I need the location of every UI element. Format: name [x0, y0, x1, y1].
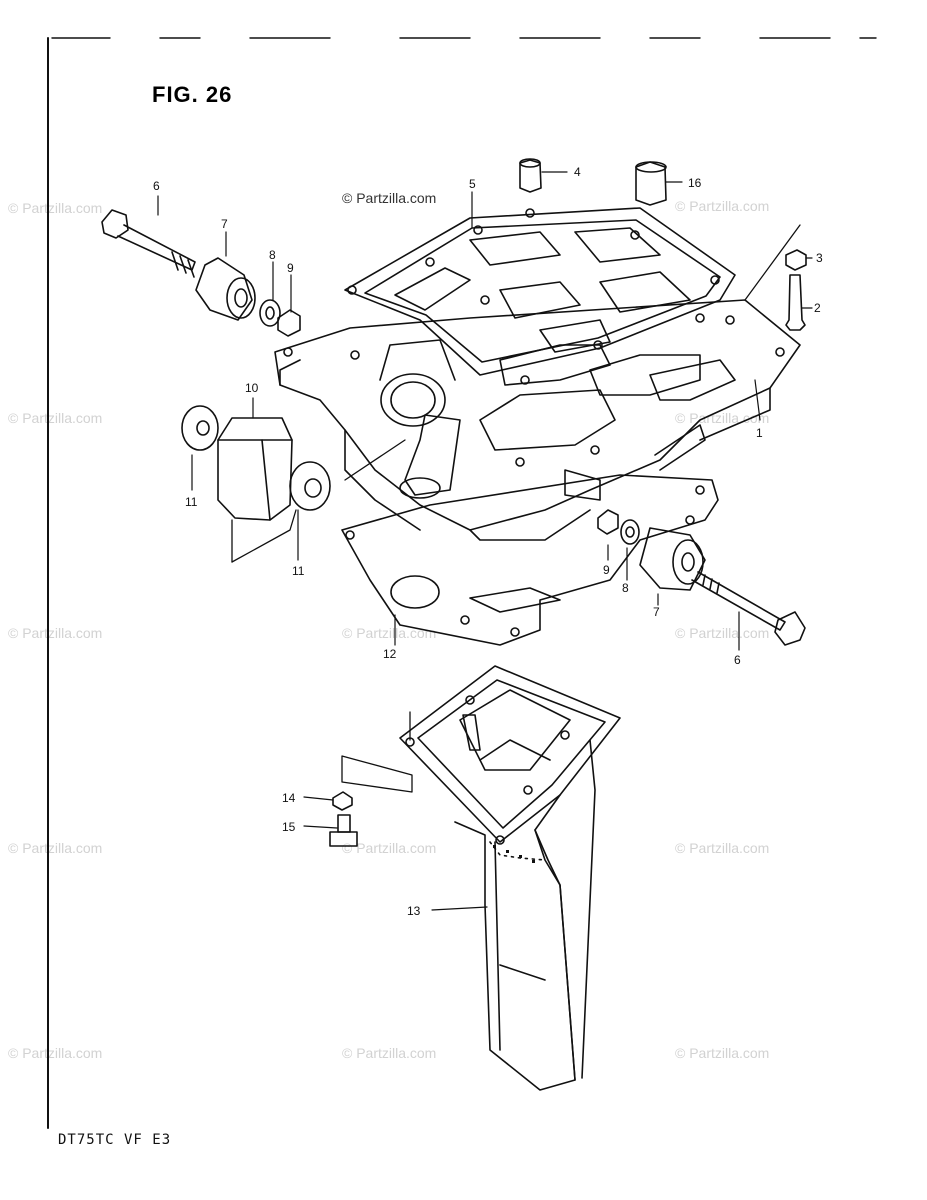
dowel-pin-top — [519, 158, 541, 168]
washer-14 — [332, 791, 353, 811]
washer-3 — [785, 249, 807, 271]
callout-2: 2 — [814, 301, 821, 315]
callout-16: 16 — [688, 176, 702, 190]
callout-6-left: 6 — [153, 179, 160, 193]
dowel-pin-16-top — [635, 161, 667, 173]
washer-left-hole — [265, 306, 275, 320]
callout-8-left: 8 — [269, 248, 276, 262]
callout-1: 1 — [756, 426, 763, 440]
callout-11-top: 11 — [185, 495, 198, 509]
bushing-left — [195, 257, 256, 321]
bolt-right — [691, 571, 806, 646]
callout-8-right: 8 — [622, 581, 629, 595]
screw-2 — [785, 274, 806, 331]
tube-marks — [493, 845, 535, 863]
model-code: DT75TC VF E3 — [58, 1132, 172, 1148]
mount-washer-bottom-hole — [304, 478, 322, 498]
dowel-pin-16 — [635, 161, 667, 206]
watermark-main: © Partzilla.com — [342, 190, 437, 206]
bushing-right — [639, 527, 706, 591]
callout-7-left: 7 — [221, 217, 228, 231]
mount-washer-top-hole — [196, 420, 210, 436]
watermark: © Partzilla.com — [8, 200, 103, 216]
watermark: © Partzilla.com — [675, 625, 770, 641]
watermark: © Partzilla.com — [675, 1045, 770, 1061]
watermark: © Partzilla.com — [8, 1045, 103, 1061]
callout-11-bottom: 11 — [292, 564, 305, 578]
bolt-left — [101, 209, 196, 278]
callout-labels: 1 2 3 4 5 6 6 7 7 8 8 9 9 10 11 11 12 13… — [153, 165, 823, 918]
callout-14: 14 — [282, 791, 296, 805]
watermark: © Partzilla.com — [675, 198, 770, 214]
mount-washer-bottom — [289, 461, 331, 511]
assembly-line — [344, 439, 406, 481]
watermark: © Partzilla.com — [8, 410, 103, 426]
callout-3: 3 — [816, 251, 823, 265]
watermark: © Partzilla.com — [342, 840, 437, 856]
leader-lines — [157, 171, 813, 911]
callout-12: 12 — [383, 647, 397, 661]
watermark: © Partzilla.com — [342, 1045, 437, 1061]
watermark: © Partzilla.com — [8, 625, 103, 641]
lower-gasket-plate — [341, 474, 719, 646]
mount-bracket-line — [231, 509, 297, 563]
callout-10: 10 — [245, 381, 259, 395]
assembly-line — [341, 755, 413, 793]
mount-washer-top — [181, 405, 219, 451]
callout-9-left: 9 — [287, 261, 294, 275]
watermark: © Partzilla.com — [675, 840, 770, 856]
callout-9-right: 9 — [603, 563, 610, 577]
washer-right-hole — [625, 526, 635, 538]
nut-right — [597, 509, 619, 535]
bolt-15 — [329, 814, 358, 847]
dowel-pin — [519, 159, 542, 193]
assembly-line — [744, 224, 801, 301]
upper-gasket — [344, 207, 736, 385]
callout-4: 4 — [574, 165, 581, 179]
washer-right — [620, 519, 640, 545]
callout-7-right: 7 — [653, 605, 660, 619]
upper-mount-housing — [274, 299, 801, 541]
watermark: © Partzilla.com — [342, 625, 437, 641]
callout-5: 5 — [469, 177, 476, 191]
callout-13: 13 — [407, 904, 421, 918]
figure-title: FIG. 26 — [152, 82, 233, 107]
exhaust-tube — [399, 665, 621, 1091]
callout-6-right: 6 — [734, 653, 741, 667]
callout-15: 15 — [282, 820, 296, 834]
washer-left — [259, 299, 281, 327]
watermark: © Partzilla.com — [8, 840, 103, 856]
rubber-mount — [217, 417, 293, 521]
nut-left — [277, 309, 301, 337]
